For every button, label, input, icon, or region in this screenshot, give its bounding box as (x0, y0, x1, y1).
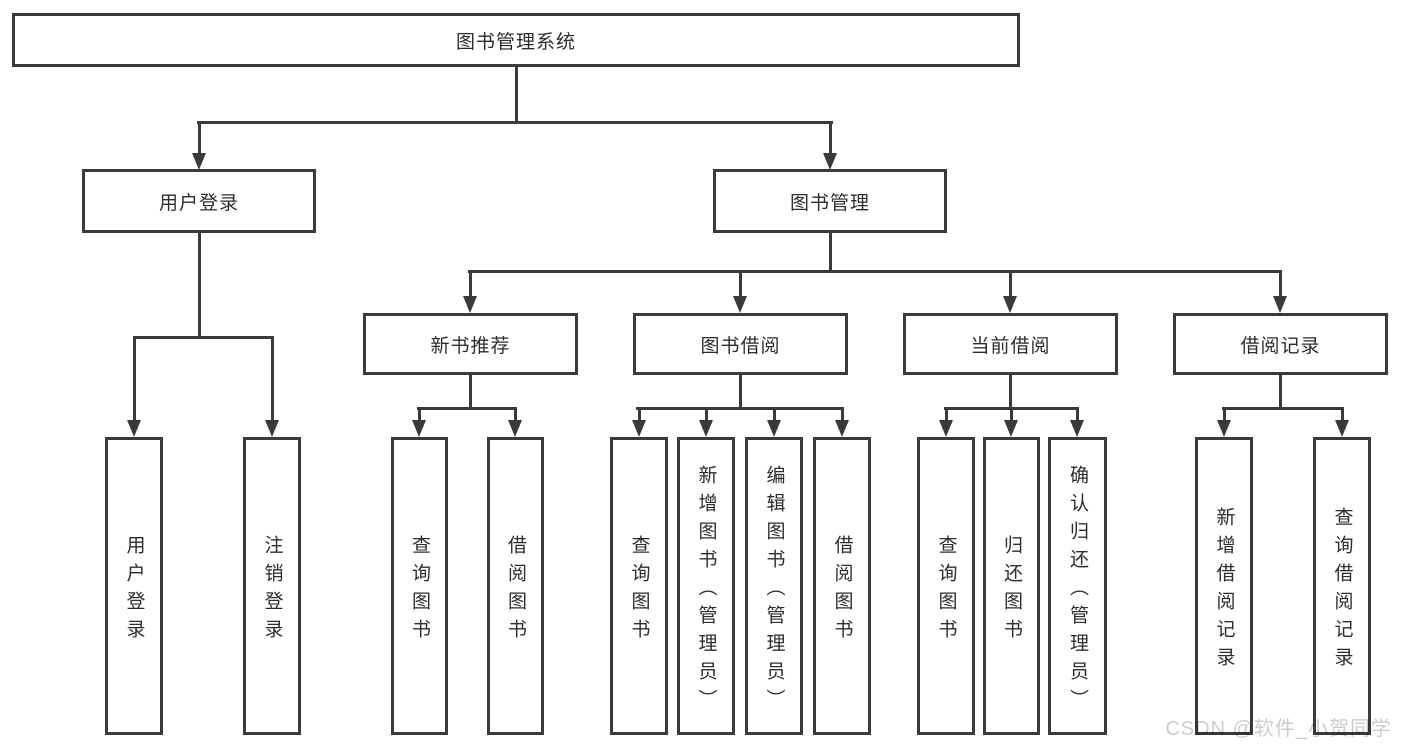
node-book-management: 图书管理 (713, 169, 947, 233)
arrow-down-icon (192, 153, 206, 170)
connector-line (739, 270, 742, 298)
node-user-login: 用户登录 (82, 169, 316, 233)
connector-line (469, 375, 472, 410)
node-label: 借阅记录 (1240, 335, 1321, 357)
leaf-query-books-recommend: 查询图书 (391, 437, 448, 735)
connector-line (133, 336, 274, 339)
arrow-down-icon (508, 420, 522, 437)
node-label: 查询图书 (935, 534, 957, 647)
node-current-borrowing: 当前借阅 (903, 313, 1118, 375)
leaf-query-borrow-record: 查询借阅记录 (1313, 437, 1371, 735)
leaf-query-books-current: 查询图书 (917, 437, 975, 735)
connector-line (1222, 407, 1344, 410)
node-label: 查询借阅记录 (1331, 506, 1353, 675)
arrow-down-icon (1217, 420, 1231, 437)
node-label: 确认归还（管理员） (1067, 464, 1088, 717)
node-label: 用户登录 (123, 534, 145, 647)
leaf-borrow-books: 借阅图书 (813, 437, 871, 735)
arrow-down-icon (767, 420, 781, 437)
connector-line (515, 67, 518, 124)
arrow-down-icon (463, 296, 477, 313)
leaf-confirm-return-admin: 确认归还（管理员） (1048, 437, 1107, 735)
node-label: 新增图书（管理员） (695, 464, 717, 717)
node-label: 新增借阅记录 (1213, 506, 1235, 675)
connector-line (198, 121, 201, 157)
connector-line (198, 233, 201, 339)
connector-line (1009, 375, 1012, 410)
arrow-down-icon (412, 420, 426, 437)
node-label: 新书推荐 (430, 335, 511, 357)
arrow-down-icon (835, 420, 849, 437)
leaf-borrow-books-recommend: 借阅图书 (487, 437, 544, 735)
connector-line (1009, 270, 1012, 298)
connector-line (418, 407, 421, 422)
node-new-book-recommend: 新书推荐 (363, 313, 578, 375)
node-label: 图书借阅 (700, 335, 781, 357)
leaf-query-books-borrowing: 查询图书 (610, 437, 668, 735)
node-label: 归还图书 (1001, 534, 1022, 647)
connector-line (945, 407, 948, 422)
connector-line (1076, 407, 1079, 422)
leaf-logout: 注销登录 (243, 437, 301, 735)
connector-line (841, 407, 844, 422)
arrow-down-icon (733, 296, 747, 313)
arrow-down-icon (823, 153, 837, 170)
connector-line (638, 407, 641, 422)
arrow-down-icon (265, 420, 279, 437)
leaf-return-books: 归还图书 (983, 437, 1040, 735)
arrow-down-icon (1004, 420, 1018, 437)
connector-line (514, 407, 517, 422)
arrow-down-icon (127, 420, 141, 437)
connector-line (705, 407, 708, 422)
connector-line (1341, 407, 1344, 422)
node-label: 查询图书 (628, 534, 650, 647)
connector-line (1010, 407, 1013, 422)
node-book-borrowing: 图书借阅 (633, 313, 848, 375)
leaf-user-login: 用户登录 (105, 437, 163, 735)
arrow-down-icon (1273, 296, 1287, 313)
node-label: 用户登录 (158, 192, 239, 214)
leaf-add-borrow-record: 新增借阅记录 (1195, 437, 1253, 735)
leaf-edit-books-admin: 编辑图书（管理员） (745, 437, 803, 735)
connector-line (468, 270, 1282, 273)
connector-line (271, 336, 274, 422)
connector-line (1279, 270, 1282, 298)
node-label: 当前借阅 (970, 335, 1051, 357)
connector-line (197, 121, 833, 124)
node-label: 借阅图书 (505, 534, 526, 647)
leaf-add-books-admin: 新增图书（管理员） (677, 437, 735, 735)
arrow-down-icon (1335, 420, 1349, 437)
connector-line (829, 121, 832, 157)
arrow-down-icon (939, 420, 953, 437)
node-label: 查询图书 (409, 534, 430, 647)
node-label: 注销登录 (261, 534, 283, 647)
connector-line (739, 375, 742, 410)
arrow-down-icon (632, 420, 646, 437)
csdn-watermark: CSDN @软件_小贺同学 (1165, 718, 1392, 740)
node-borrowing-records: 借阅记录 (1173, 313, 1388, 375)
arrow-down-icon (699, 420, 713, 437)
arrow-down-icon (1070, 420, 1084, 437)
node-label: 图书管理系统 (455, 31, 576, 53)
connector-line (1223, 407, 1226, 422)
node-label: 图书管理 (789, 192, 870, 214)
node-label: 编辑图书（管理员） (763, 464, 785, 717)
connector-line (829, 233, 832, 273)
node-library-management-system: 图书管理系统 (12, 13, 1020, 67)
connector-line (636, 407, 843, 410)
connector-line (417, 407, 517, 410)
arrow-down-icon (1003, 296, 1017, 313)
connector-line (1279, 375, 1282, 410)
connector-line (133, 336, 136, 422)
connector-line (469, 270, 472, 298)
connector-line (773, 407, 776, 422)
node-label: 借阅图书 (831, 534, 853, 647)
